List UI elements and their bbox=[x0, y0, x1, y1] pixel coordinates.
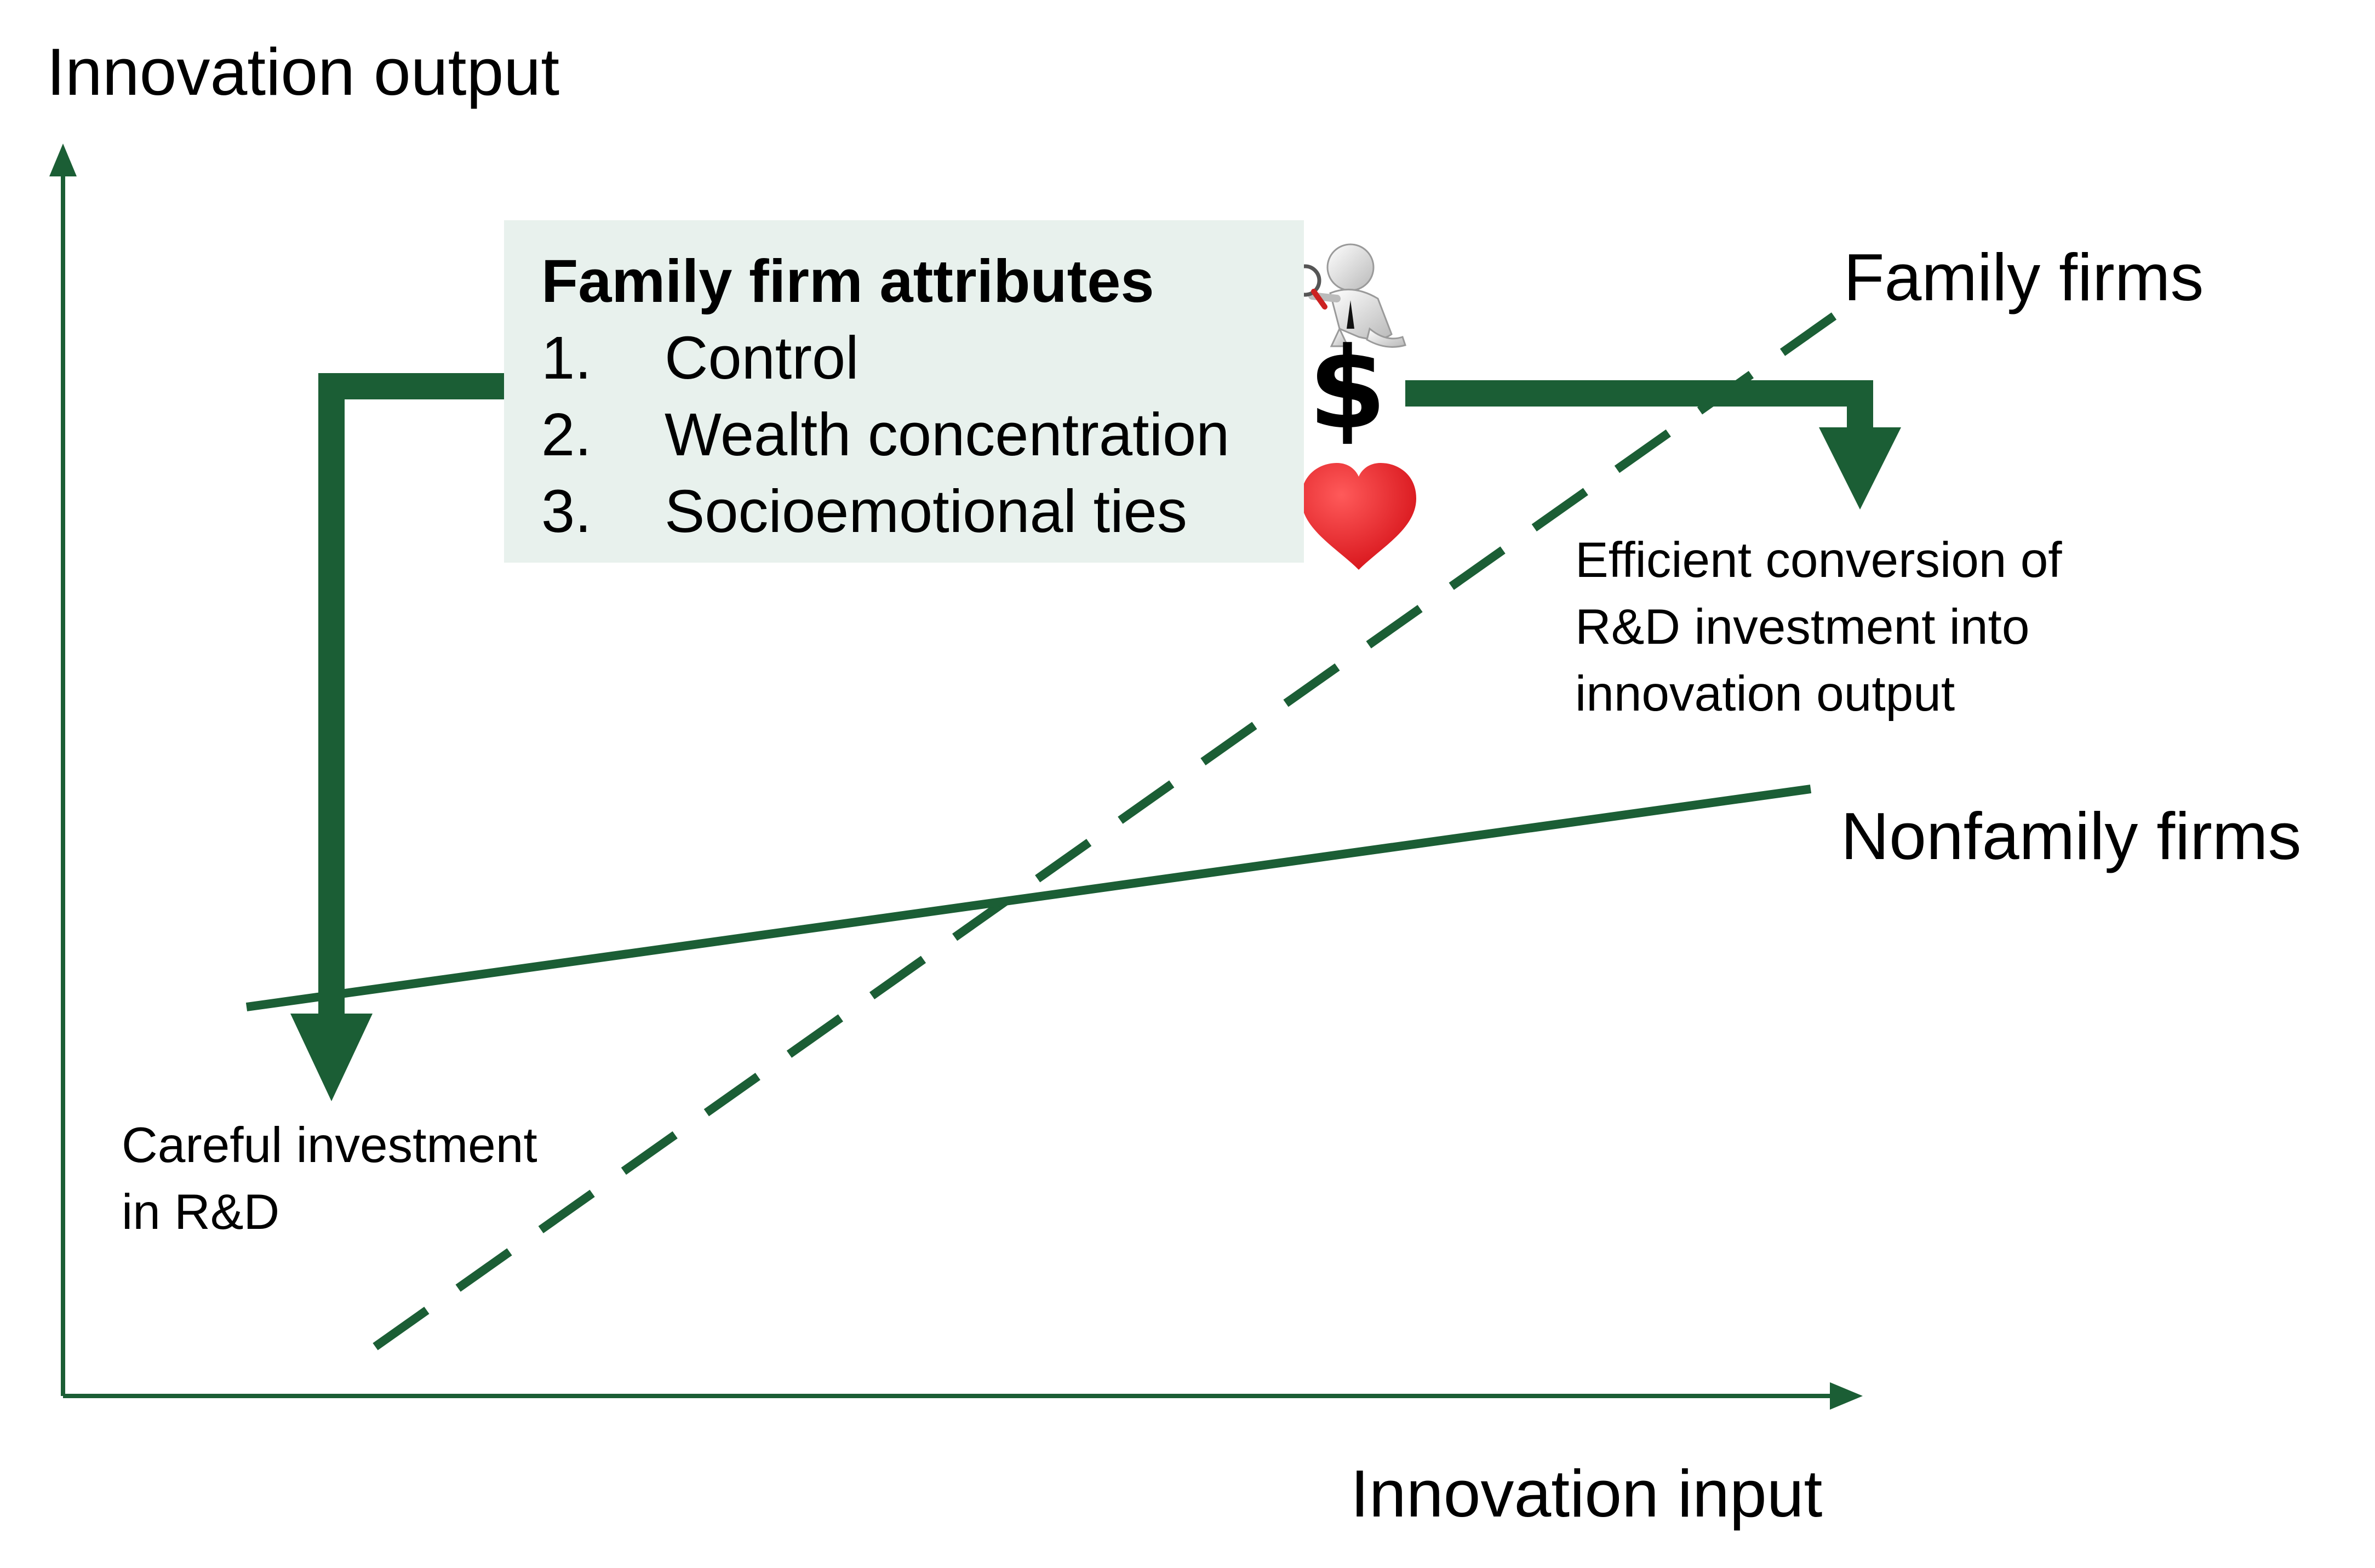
note-line: Careful investment bbox=[122, 1118, 537, 1173]
left-elbow-arrow bbox=[290, 373, 510, 1101]
family-firms-label: Family firms bbox=[1844, 240, 2204, 314]
efficient-conversion-note: Efficient conversion of R&D investment i… bbox=[1575, 527, 2062, 728]
y-axis-label: Innovation output bbox=[47, 35, 560, 109]
attribute-label: Control bbox=[665, 324, 859, 392]
careful-investment-note: Careful investment in R&D bbox=[122, 1112, 537, 1246]
nonfamily-firms-line bbox=[245, 785, 1812, 1011]
heart-icon bbox=[1301, 463, 1416, 570]
attribute-label: Wealth concentration bbox=[665, 401, 1230, 468]
x-axis bbox=[63, 1382, 1863, 1410]
y-axis bbox=[49, 144, 77, 1396]
note-line: R&D investment into bbox=[1575, 599, 2030, 655]
nonfamily-firms-label: Nonfamily firms bbox=[1841, 799, 2302, 873]
attribute-number: 3. bbox=[541, 478, 592, 545]
note-line: innovation output bbox=[1575, 666, 1955, 722]
attribute-item: 2. Wealth concentration bbox=[541, 397, 1304, 473]
attribute-item: 3. Socioemotional ties bbox=[541, 473, 1304, 550]
attributes-title: Family firm attributes bbox=[541, 248, 1154, 315]
attribute-number: 1. bbox=[541, 324, 592, 392]
dollar-icon: $ bbox=[1308, 324, 1387, 454]
x-axis-label: Innovation input bbox=[1350, 1456, 1823, 1531]
family-firm-attributes-box: Family firm attributes 1. Control 2. Wea… bbox=[504, 220, 1304, 563]
attribute-item: 1. Control bbox=[541, 320, 1304, 397]
note-line: in R&D bbox=[122, 1184, 280, 1240]
attribute-number: 2. bbox=[541, 401, 592, 468]
attribute-label: Socioemotional ties bbox=[665, 478, 1187, 545]
right-elbow-arrow bbox=[1405, 380, 1901, 510]
note-line: Efficient conversion of bbox=[1575, 533, 2062, 588]
